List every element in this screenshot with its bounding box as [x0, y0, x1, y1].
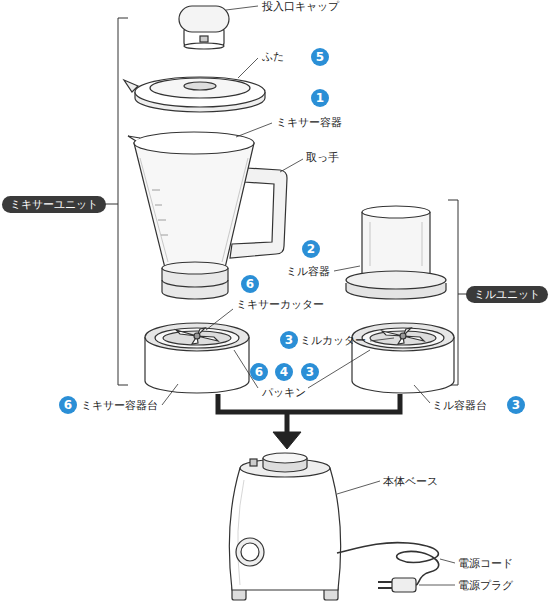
part-label: 取っ手 [306, 151, 339, 164]
mixer-jar-shape [162, 262, 228, 274]
main-body-base-shape [236, 538, 264, 566]
mill-container-base-shape [352, 323, 454, 351]
power-plug-shape [378, 582, 392, 588]
assembly-arrow-shape [273, 432, 301, 449]
callout-number: 4 [275, 363, 293, 381]
mixer-jar-shape [152, 190, 168, 235]
mill-container-base-shape [400, 333, 406, 339]
main-body-base-shape [250, 459, 257, 466]
lid-shape [150, 78, 250, 98]
callout-digit: 6 [246, 278, 254, 290]
mixer-container-base-shape [194, 333, 200, 339]
mill-container [346, 206, 446, 299]
leader-line-shape [206, 309, 233, 330]
callout-digit: 1 [316, 92, 324, 104]
part-label: 投入口キャップ [262, 0, 339, 13]
main-body-base-shape [241, 543, 259, 561]
leader-line-shape [334, 266, 360, 271]
callout-number: 2 [302, 240, 320, 258]
part-label: ミルカッター [300, 334, 366, 347]
lid-shape [135, 77, 265, 107]
mixer-container-base-shape [155, 328, 239, 348]
power-cord-shape [337, 543, 439, 585]
callout-number: 3 [280, 331, 298, 349]
part-label: ミル容器台 [432, 399, 487, 412]
mixer-container-base-shape [176, 328, 218, 344]
callout-number: 3 [507, 396, 525, 414]
leader-line-shape [414, 385, 430, 403]
unit-name: ミルユニット [474, 288, 540, 301]
callout-digit: 3 [512, 399, 520, 411]
callout-number: 6 [241, 275, 259, 293]
unit-name: ミキサーユニット [10, 198, 98, 211]
part-label: 電源コード [458, 557, 513, 570]
power-plug [378, 578, 416, 592]
mixer-jar-shape [134, 132, 254, 154]
part-label: ミキサー容器台 [81, 399, 158, 412]
callout-digit: 3 [306, 366, 314, 378]
part-label: ふた [262, 50, 284, 63]
callout-number: 5 [311, 48, 329, 66]
leader-line-shape [162, 384, 178, 405]
mill-container-shape [346, 271, 446, 289]
mill-container-base [352, 323, 454, 393]
leader-line-shape [236, 123, 272, 137]
part-label: ミキサー容器 [276, 116, 342, 129]
mill-container-shape [362, 206, 430, 218]
callout-digit: 3 [285, 334, 293, 346]
mill-container-shape [370, 222, 422, 266]
leader-line [162, 6, 455, 585]
callout-digit: 4 [280, 366, 288, 378]
unit-bracket [98, 18, 476, 385]
main-body-base [229, 453, 340, 600]
power-cord [337, 543, 439, 585]
callout-number: 3 [301, 363, 319, 381]
part-label: パッキン [262, 386, 306, 399]
leader-line-shape [280, 159, 303, 172]
mill-container-shape [362, 212, 430, 274]
part-label: ミル容器 [286, 265, 330, 278]
mixer-container-base [145, 323, 249, 393]
callout-digit: 6 [255, 366, 263, 378]
unit-tag: ミルユニット [466, 286, 548, 303]
assembly-arrow [218, 394, 400, 449]
main-body-base-shape [263, 453, 307, 463]
leader-line-shape [226, 6, 258, 10]
mixer-jar [128, 132, 287, 299]
leader-line-shape [440, 559, 455, 563]
feed-cap-shape [179, 6, 229, 32]
lid [124, 77, 265, 112]
callout-digit: 5 [316, 51, 324, 63]
mixer-jar-shape [162, 280, 228, 287]
callout-number: 6 [250, 363, 268, 381]
power-plug-shape [392, 578, 416, 592]
part-label: 本体ベース [383, 475, 438, 488]
part-label: 電源プラグ [458, 579, 513, 592]
feed-cap-shape [200, 36, 208, 42]
part-label: ミキサーカッター [236, 298, 324, 311]
main-body-base-shape [238, 480, 244, 585]
assembly-arrow-shape [218, 394, 400, 434]
mixer-container-base-shape [145, 323, 249, 351]
mixer-jar-shape [140, 158, 248, 262]
feed-cap [179, 6, 229, 49]
leader-line-shape [238, 58, 258, 78]
callout-digit: 6 [64, 399, 72, 411]
callout-digit: 2 [307, 243, 315, 255]
unit-bracket-shape [118, 18, 128, 385]
callout-number: 1 [311, 89, 329, 107]
mixer-jar-shape [128, 136, 140, 141]
leader-line-shape [370, 338, 394, 341]
callout-number: 6 [59, 396, 77, 414]
leader-line-shape [337, 481, 380, 494]
feed-cap-shape [184, 43, 224, 49]
unit-tag: ミキサーユニット [2, 196, 106, 213]
mixer-jar-shape [134, 143, 254, 268]
mill-container-base-shape [362, 328, 444, 348]
main-body-base-shape [229, 468, 340, 590]
leader-line-shape [419, 585, 455, 586]
mill-container-base-shape [382, 328, 424, 344]
lid-shape [184, 82, 216, 90]
